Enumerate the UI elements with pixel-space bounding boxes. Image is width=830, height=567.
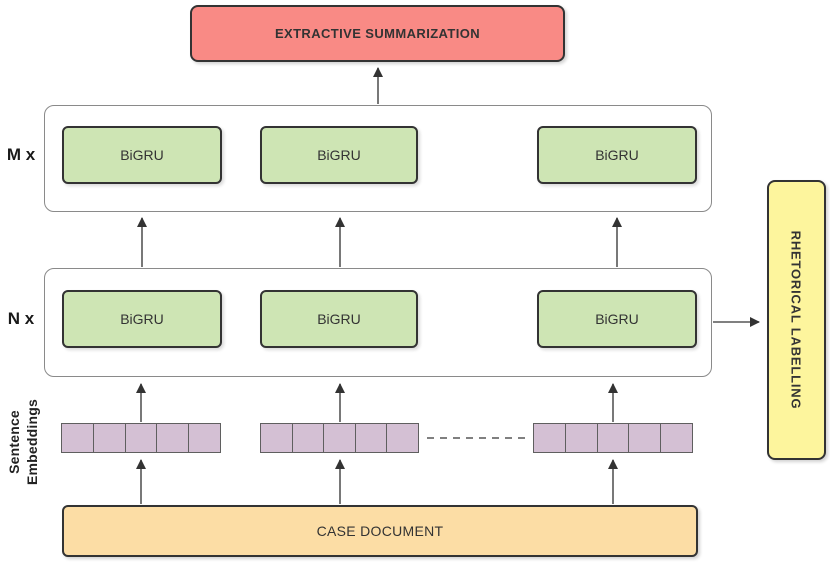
embedding-cell	[126, 424, 158, 452]
rhetorical-labelling-label: RHETORICAL LABELLING	[788, 230, 804, 410]
sentence-embeddings-label: Sentence Embeddings	[5, 398, 40, 486]
embedding-cell	[661, 424, 692, 452]
embedding-cell	[534, 424, 566, 452]
embedding-cell	[293, 424, 325, 452]
bigru-unit-m2: BiGRU	[260, 126, 418, 184]
bigru-unit-n3: BiGRU	[537, 290, 697, 348]
embedding-cell	[94, 424, 126, 452]
layer-m-multiplier-label: M x	[6, 145, 36, 164]
embedding-cell	[566, 424, 598, 452]
bigru-unit-n1: BiGRU	[62, 290, 222, 348]
embedding-cell	[356, 424, 388, 452]
embedding-cell	[598, 424, 630, 452]
embedding-vector	[61, 423, 221, 453]
bigru-unit-m1: BiGRU	[62, 126, 222, 184]
rhetorical-labelling-box	[767, 180, 826, 460]
bigru-unit-m3: BiGRU	[537, 126, 697, 184]
extractive-summarization-box: EXTRACTIVE SUMMARIZATION	[190, 5, 565, 62]
embedding-vector	[260, 423, 419, 453]
embedding-cell	[189, 424, 220, 452]
embedding-cell	[629, 424, 662, 452]
embedding-cell	[157, 424, 190, 452]
embedding-cell	[261, 424, 293, 452]
layer-n-multiplier-label: N x	[7, 309, 35, 328]
embedding-cell	[324, 424, 356, 452]
embedding-vector	[533, 423, 693, 453]
bigru-unit-n2: BiGRU	[260, 290, 418, 348]
embedding-cell	[62, 424, 94, 452]
embedding-cell	[387, 424, 418, 452]
case-document-box: CASE DOCUMENT	[62, 505, 698, 557]
